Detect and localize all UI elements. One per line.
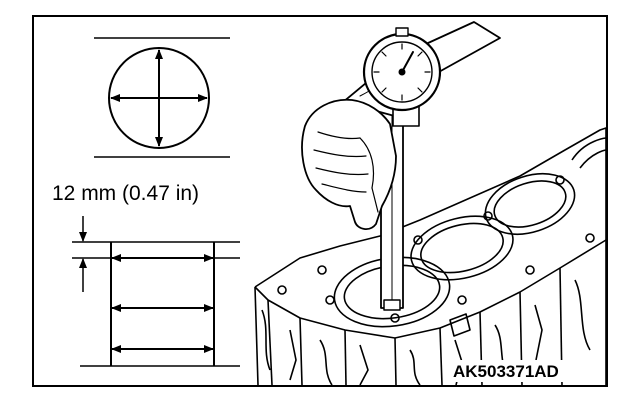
figure-id-label: AK503371AD	[453, 362, 559, 381]
bore-measurement-directions-icon	[94, 37, 230, 158]
figure-id-background	[450, 360, 578, 382]
cylinder-bore-gauge-icon	[301, 21, 501, 311]
figure-frame	[32, 15, 608, 387]
engine-block-icon	[254, 127, 607, 386]
measurement-depth-label: 12 mm (0.47 in)	[52, 182, 199, 205]
bore-measurement-depths-icon	[72, 216, 240, 367]
